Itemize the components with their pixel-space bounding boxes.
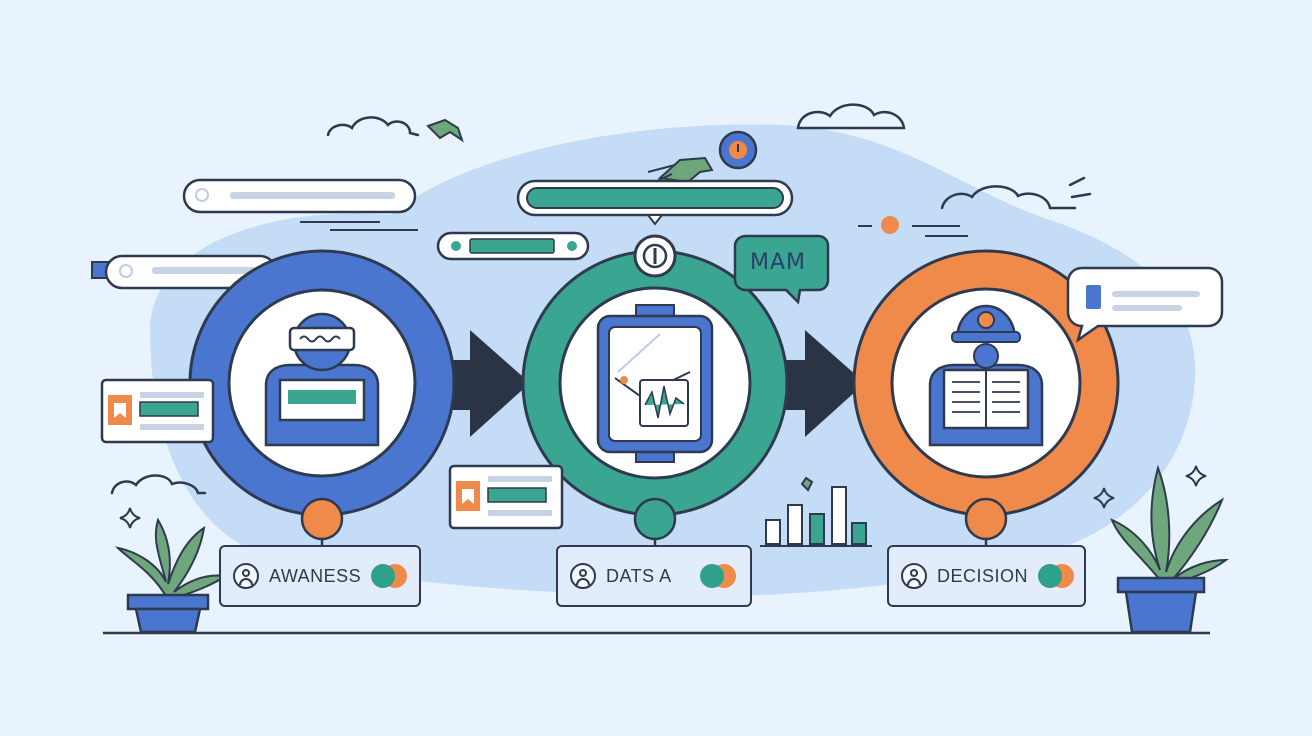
- toggle-icon[interactable]: [700, 564, 738, 588]
- person-icon: [901, 563, 927, 589]
- toggle-icon[interactable]: [371, 564, 409, 588]
- stage-card-decision[interactable]: DECISION: [887, 545, 1086, 607]
- speed-lines: [300, 221, 418, 231]
- dot-icon: [858, 216, 968, 237]
- person-icon: [233, 563, 259, 589]
- clock-icon: [718, 130, 758, 170]
- toggle-icon[interactable]: [1038, 564, 1076, 588]
- cloud-icon: [326, 116, 420, 137]
- sparkle-icon: [119, 465, 1207, 529]
- stage-label: AWANESS: [269, 565, 362, 586]
- face-icon: [570, 563, 596, 589]
- cloud-icon: [110, 474, 207, 495]
- search-bar: [91, 254, 278, 290]
- bird-icon: [426, 118, 464, 143]
- stage-label: DECISION: [937, 565, 1029, 586]
- stage-card-data[interactable]: DATS A: [556, 545, 752, 607]
- plant-icon: [1110, 464, 1230, 634]
- battery-chart-icon: [596, 304, 714, 463]
- arrow-icon: [430, 330, 530, 437]
- stage-label: DATS A: [606, 565, 672, 586]
- arrow-icon: [770, 330, 865, 437]
- plant-icon: [114, 517, 229, 634]
- person-icon: [264, 312, 380, 447]
- cloud-icon: [940, 176, 1092, 210]
- slider-bar: [436, 231, 590, 261]
- search-bar: [182, 178, 417, 214]
- robot-reader-icon: [928, 304, 1044, 447]
- profile-card: [448, 464, 564, 530]
- profile-card: [100, 378, 215, 444]
- message-bubble: [1066, 266, 1224, 344]
- stage-card-awareness[interactable]: AWANESS: [219, 545, 421, 607]
- speech-bubble-text: MAM: [750, 250, 807, 275]
- bar-chart-icon: [760, 476, 872, 547]
- cloud-icon: [796, 103, 906, 130]
- progress-bar: [516, 179, 794, 226]
- speech-bubble: [733, 234, 830, 305]
